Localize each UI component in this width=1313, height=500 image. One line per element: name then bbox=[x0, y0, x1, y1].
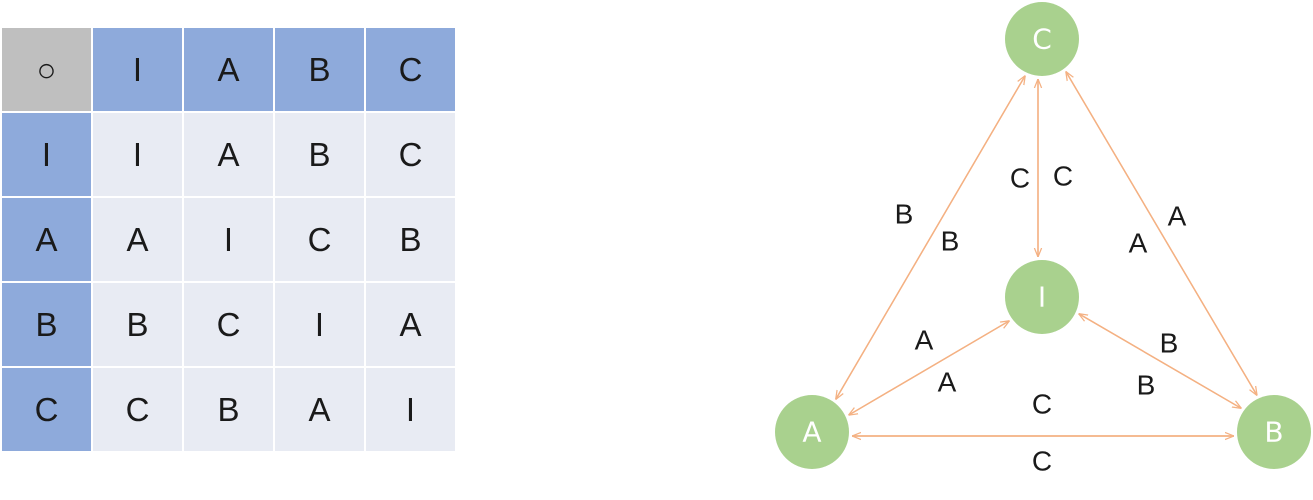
column-header: A bbox=[184, 28, 273, 111]
table-row: I I A B C bbox=[2, 113, 455, 196]
edge-b-to-c bbox=[1066, 71, 1258, 396]
column-header: C bbox=[366, 28, 455, 111]
node-label: C bbox=[1032, 23, 1052, 56]
edges bbox=[836, 71, 1257, 436]
table-cell: I bbox=[275, 283, 364, 366]
table-cell: B bbox=[184, 368, 273, 451]
edge-label-b-to-a: C bbox=[1032, 446, 1052, 477]
edge-label-a-to-i: A bbox=[915, 325, 934, 356]
table-cell: A bbox=[93, 198, 182, 281]
column-header: I bbox=[93, 28, 182, 111]
table-cell: A bbox=[184, 113, 273, 196]
edge-label-c-to-i: C bbox=[1010, 163, 1030, 194]
table-cell: A bbox=[275, 368, 364, 451]
table-cell: I bbox=[93, 113, 182, 196]
table-cell: B bbox=[366, 198, 455, 281]
edge-label-b-to-c: A bbox=[1129, 228, 1148, 259]
node-i: I bbox=[1005, 260, 1079, 334]
node-circle bbox=[1237, 395, 1311, 469]
edge-label-a-to-c: B bbox=[941, 226, 960, 257]
edge-label-b-to-i: B bbox=[1160, 328, 1179, 359]
table-cell: C bbox=[275, 198, 364, 281]
node-label: B bbox=[1264, 416, 1283, 449]
node-circle bbox=[775, 395, 849, 469]
row-header: I bbox=[2, 113, 91, 196]
table-row: B B C I A bbox=[2, 283, 455, 366]
edge-label-c-to-a: B bbox=[895, 199, 914, 230]
table-cell: A bbox=[366, 283, 455, 366]
row-header: C bbox=[2, 368, 91, 451]
row-header: B bbox=[2, 283, 91, 366]
edge-label-a-to-b: C bbox=[1032, 389, 1052, 420]
table-cell: B bbox=[93, 283, 182, 366]
node-c: C bbox=[1005, 2, 1079, 76]
table-cell: C bbox=[184, 283, 273, 366]
table-cell: I bbox=[184, 198, 273, 281]
operator-cell: ○ bbox=[2, 28, 91, 111]
node-a: A bbox=[775, 395, 849, 469]
edge-i-to-a bbox=[849, 320, 1010, 416]
table-row: A A I C B bbox=[2, 198, 455, 281]
edge-i-to-b bbox=[1078, 313, 1242, 409]
table-header-row: ○ I A B C bbox=[2, 28, 455, 111]
edge-label-i-to-c: C bbox=[1053, 161, 1073, 192]
table-row: C C B A I bbox=[2, 368, 455, 451]
node-circle bbox=[1005, 260, 1079, 334]
node-b: B bbox=[1237, 395, 1311, 469]
node-circle bbox=[1005, 2, 1079, 76]
table-cell: B bbox=[275, 113, 364, 196]
table-cell: I bbox=[366, 368, 455, 451]
cayley-table: ○ I A B C I I A B C A A I C B B B C I A … bbox=[0, 26, 457, 453]
nodes: I A B C bbox=[775, 2, 1311, 469]
table-cell: C bbox=[93, 368, 182, 451]
edge-label-c-to-b: A bbox=[1168, 201, 1187, 232]
row-header: A bbox=[2, 198, 91, 281]
edge-label-i-to-b: B bbox=[1137, 370, 1156, 401]
edge-a-to-c bbox=[835, 76, 1026, 400]
node-label: A bbox=[802, 416, 821, 449]
table-cell: C bbox=[366, 113, 455, 196]
column-header: B bbox=[275, 28, 364, 111]
node-label: I bbox=[1038, 281, 1046, 314]
edge-label-i-to-a: A bbox=[938, 367, 957, 398]
